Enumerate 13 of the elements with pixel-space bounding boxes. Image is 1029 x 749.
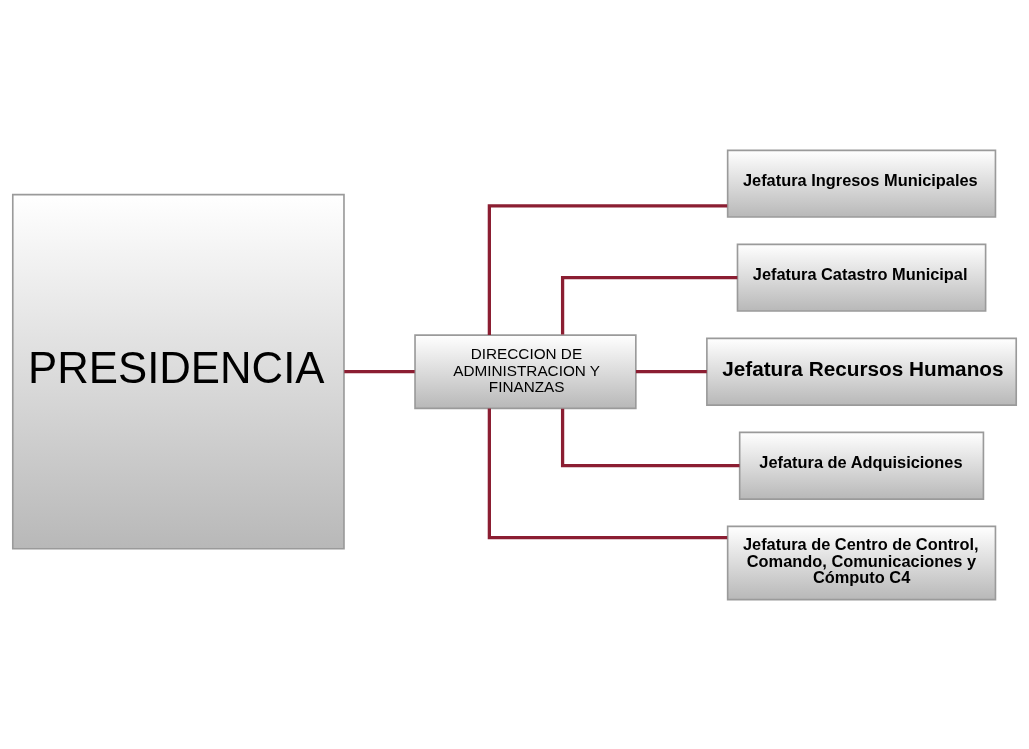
connector [635, 369, 707, 373]
connector [560, 408, 740, 467]
connector [344, 369, 415, 373]
connector [487, 203, 728, 335]
connector [487, 408, 728, 539]
node-box: DIRECCION DE ADMINISTRACION Y FINANZAS [414, 333, 637, 409]
node-box: Jefatura Ingresos Municipales [726, 149, 997, 218]
node-box: Jefatura Recursos Humanos [706, 337, 1018, 406]
node-box: Jefatura de Centro de Control, Comando, Comunicaciones y Cómputo C4 [726, 525, 997, 600]
node-box: PRESIDENCIA [11, 193, 345, 550]
connector [560, 275, 738, 335]
node-box: Jefatura Catastro Municipal [736, 243, 987, 312]
node-box: Jefatura de Adquisiciones [738, 431, 985, 500]
